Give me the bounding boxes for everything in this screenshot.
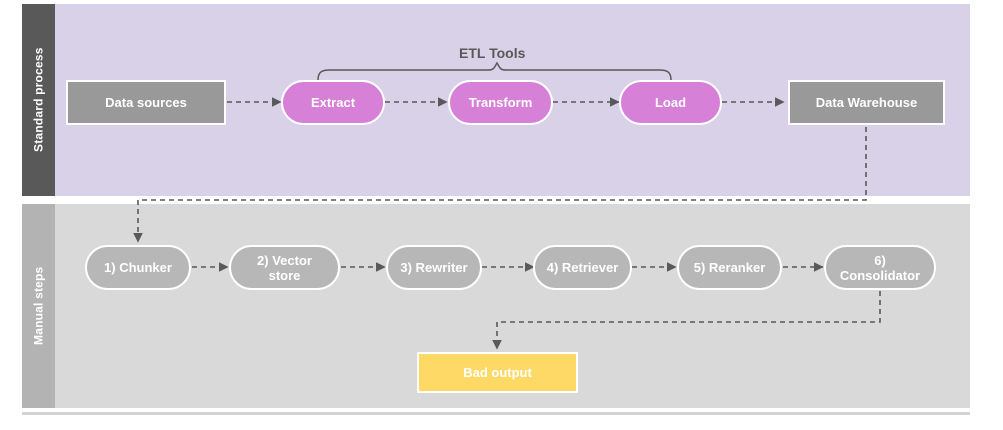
bottom-divider: [22, 412, 970, 415]
node-bad-output[interactable]: Bad output: [417, 352, 578, 393]
node-rewriter[interactable]: 3) Rewriter: [386, 245, 482, 290]
node-load[interactable]: Load: [619, 80, 722, 125]
etl-tools-label: ETL Tools: [459, 45, 526, 61]
node-chunker[interactable]: 1) Chunker: [85, 245, 191, 290]
node-data-sources[interactable]: Data sources: [66, 80, 226, 125]
node-retriever[interactable]: 4) Retriever: [533, 245, 632, 290]
lane-label-manual-steps: Manual steps: [22, 204, 55, 408]
node-data-warehouse[interactable]: Data Warehouse: [788, 80, 945, 125]
node-extract[interactable]: Extract: [281, 80, 385, 125]
node-consolidator[interactable]: 6) Consolidator: [824, 245, 936, 290]
node-vector-store[interactable]: 2) Vector store: [229, 245, 340, 290]
node-reranker[interactable]: 5) Reranker: [677, 245, 782, 290]
node-transform[interactable]: Transform: [448, 80, 553, 125]
lane-label-standard-process: Standard process: [22, 4, 55, 196]
